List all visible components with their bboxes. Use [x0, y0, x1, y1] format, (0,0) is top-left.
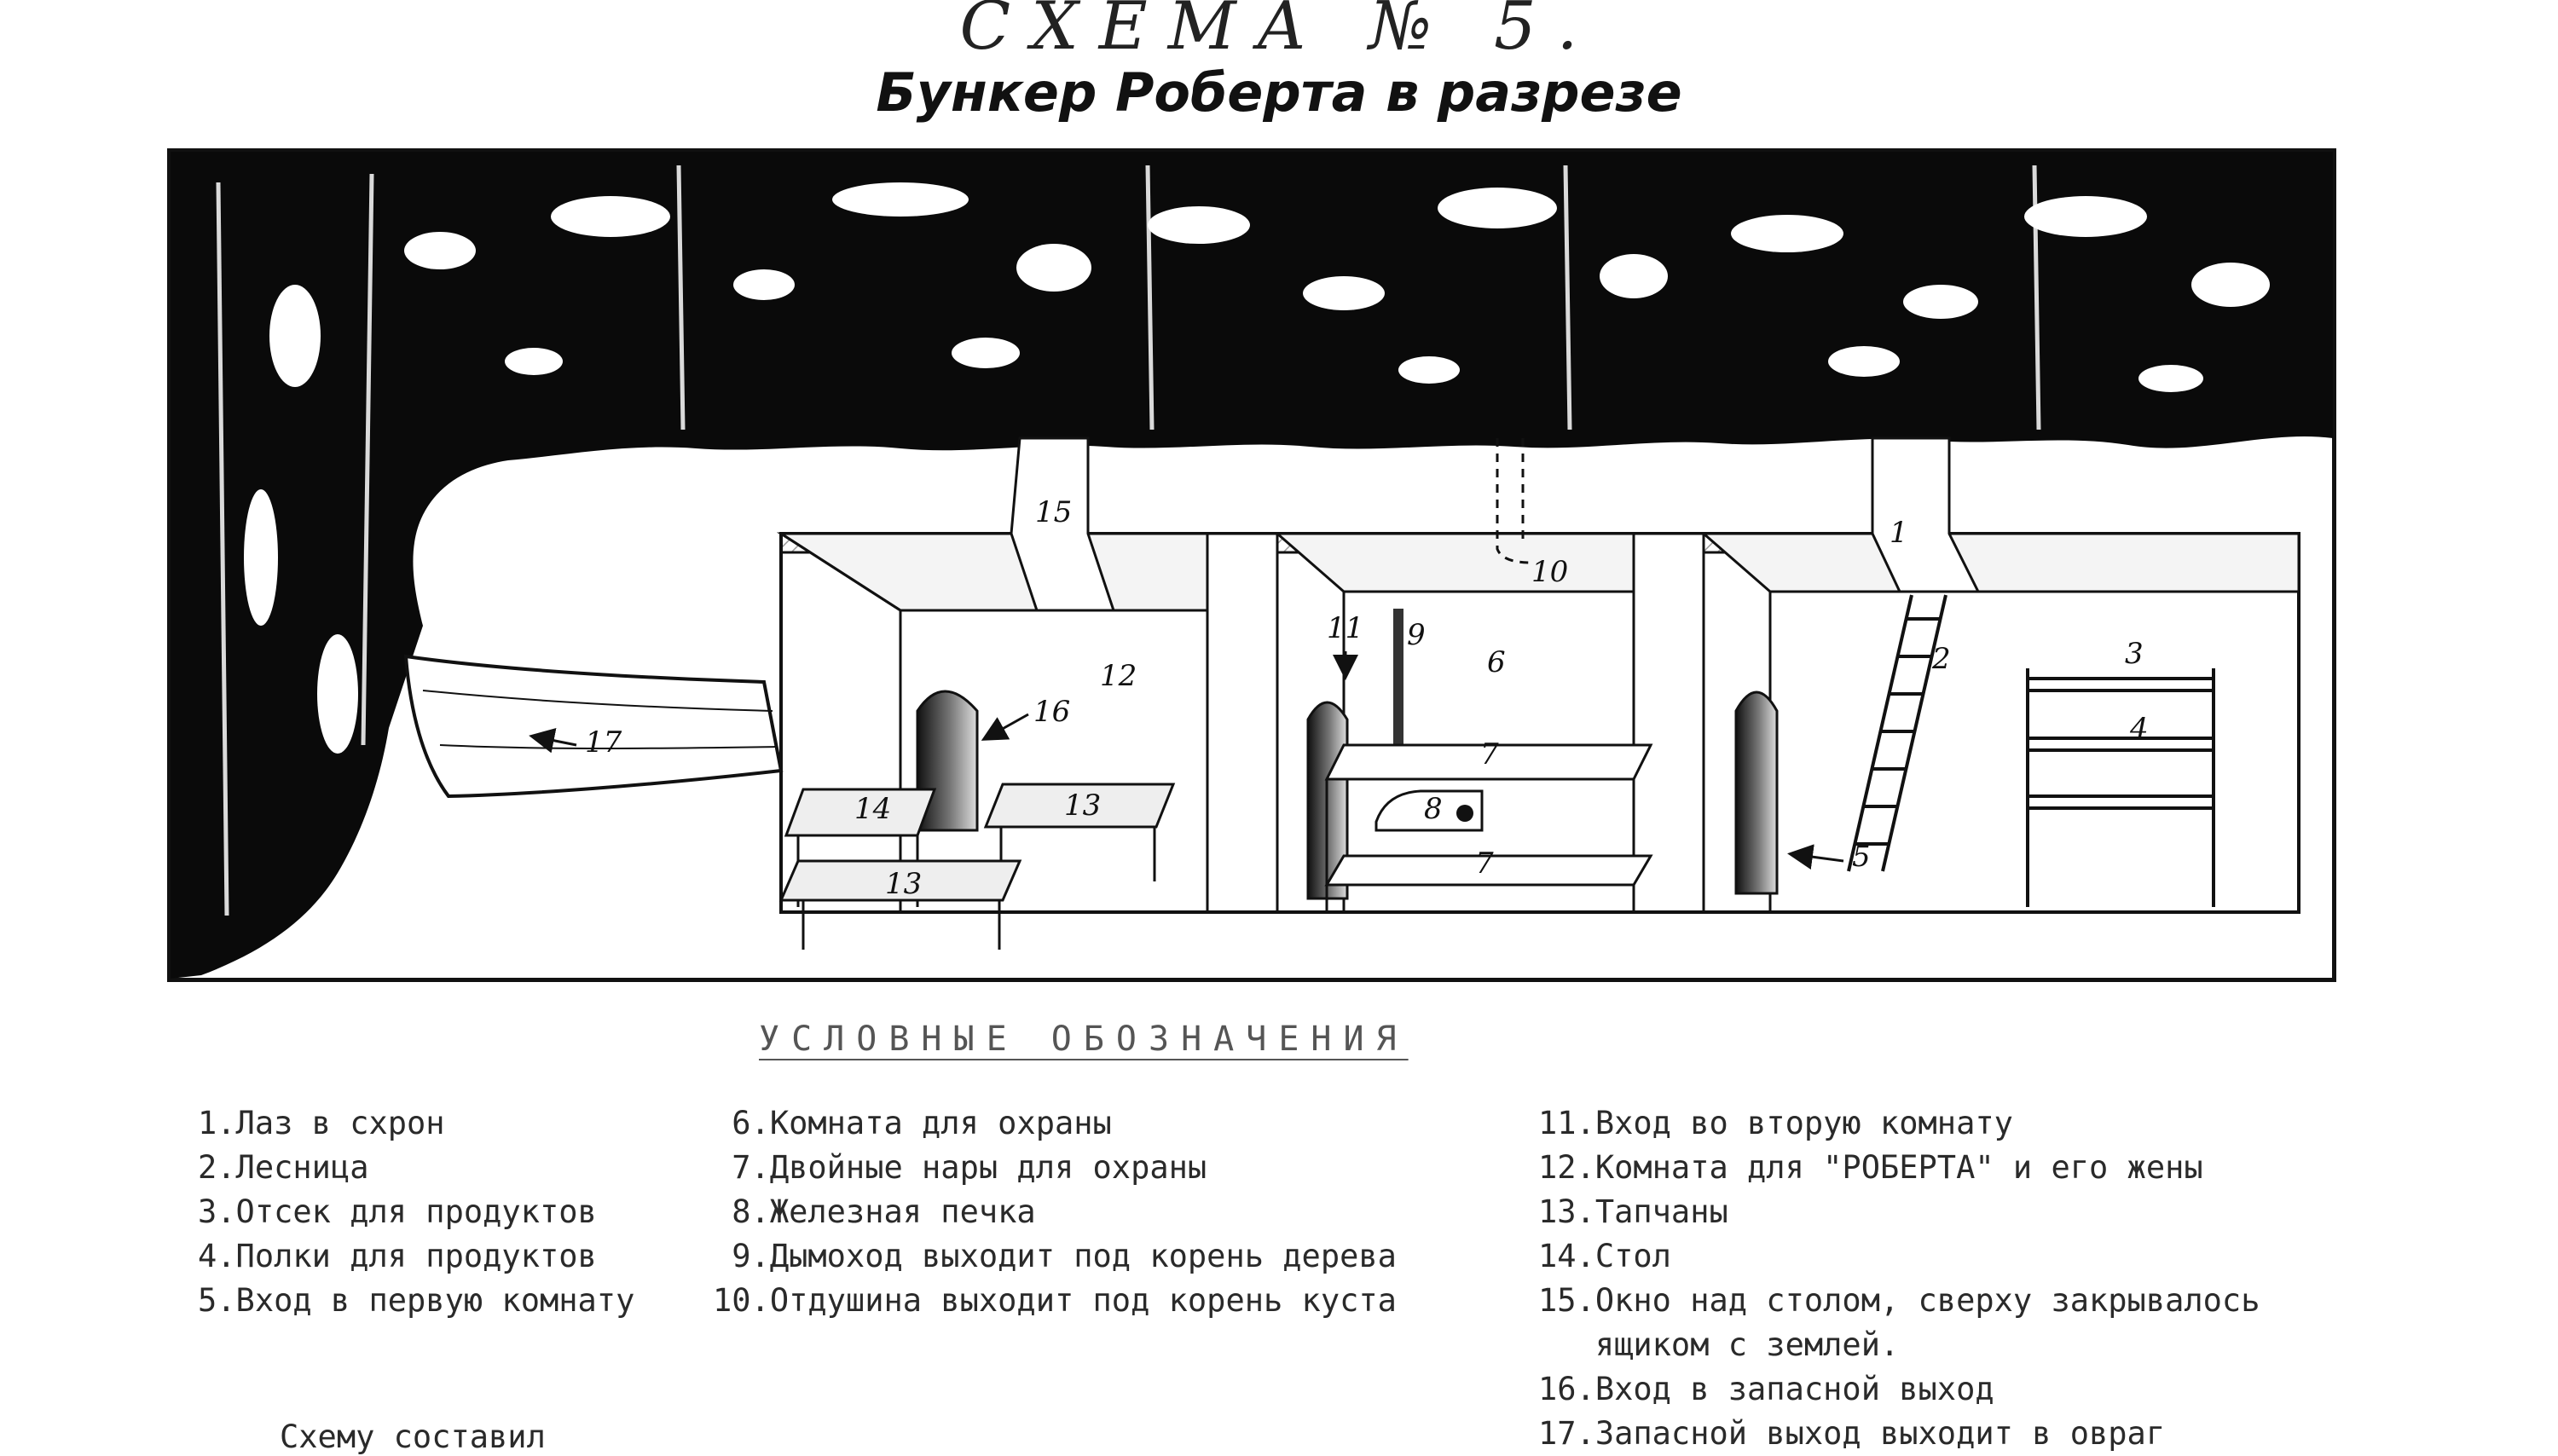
- legend-item: 9.Дымоход выходит под корень дерева: [713, 1238, 1397, 1274]
- label-14: 14: [854, 792, 891, 826]
- label-6: 6: [1487, 645, 1506, 679]
- entry-hatch-shaft: [1871, 436, 1981, 593]
- room-entry: [1699, 436, 2300, 912]
- legend-item: 1.Лаз в схрон: [198, 1105, 445, 1141]
- legend-column-2: 6.Комната для охраны 7.Двойные нары для …: [713, 1101, 1397, 1323]
- legend-item: 3.Отсек для продуктов: [198, 1193, 597, 1230]
- label-12: 12: [1100, 659, 1137, 693]
- legend-item: 17.Запасной выход выходит в овраг: [1538, 1415, 2166, 1452]
- forest-canopy: [171, 152, 2333, 979]
- legend-item: 5.Вход в первую комнату: [198, 1282, 635, 1319]
- legend-item: 8.Железная печка: [713, 1193, 1036, 1230]
- food-shelves: [2026, 668, 2215, 907]
- chimney: [1393, 609, 1403, 779]
- label-2: 2: [1931, 642, 1951, 676]
- legend-item: 6.Комната для охраны: [713, 1105, 1112, 1141]
- label-5: 5: [1852, 840, 1871, 874]
- legend-column-1: 1.Лаз в схрон 2.Лесница 3.Отсек для прод…: [198, 1101, 634, 1323]
- bunk-lower: [1324, 854, 1653, 887]
- legend-item: ящиком с землей.: [1538, 1326, 1900, 1363]
- legend-item: 15.Окно над столом, сверху закрывалось: [1538, 1282, 2260, 1319]
- room-guards: [1273, 438, 1705, 914]
- label-8: 8: [1424, 792, 1443, 826]
- room-robert: [776, 436, 1279, 950]
- legend-item: 13.Тапчаны: [1538, 1193, 1728, 1230]
- label-7a: 7: [1480, 737, 1499, 771]
- cot-upper: [983, 783, 1176, 829]
- label-13a: 13: [1064, 789, 1101, 823]
- label-16: 16: [1033, 695, 1070, 729]
- label-11: 11: [1327, 611, 1363, 645]
- label-17: 17: [585, 725, 622, 760]
- first-room-door: [1734, 690, 1779, 895]
- legend-column-3: 11.Вход во вторую комнату 12.Комната для…: [1538, 1101, 2260, 1456]
- wall-divider-2: [1632, 532, 1705, 914]
- bunker-cross-section: 1 2 3 4 5 6 7 7 8 9 10 11 12 13 13 14 15…: [167, 148, 2336, 982]
- label-1: 1: [1890, 516, 1908, 550]
- window-shaft: [1010, 436, 1116, 612]
- label-9: 9: [1407, 618, 1426, 652]
- page-title: Бункер Роберта в разрезе: [876, 61, 1682, 124]
- wall-divider-1: [1206, 532, 1279, 914]
- escape-tunnel: [403, 654, 784, 799]
- legend-item: 2.Лесница: [198, 1149, 369, 1186]
- label-3: 3: [2125, 637, 2144, 671]
- legend-item: 14.Стол: [1538, 1238, 1671, 1274]
- author-credit: Схему составил: [280, 1418, 546, 1455]
- legend-item: 4.Полки для продуктов: [198, 1238, 597, 1274]
- label-13b: 13: [885, 867, 922, 901]
- label-15: 15: [1035, 495, 1072, 529]
- label-10: 10: [1531, 555, 1568, 589]
- legend-item: 12.Комната для "РОБЕРТА" и его жены: [1538, 1149, 2203, 1186]
- legend-item: 10.Отдушина выходит под корень куста: [713, 1282, 1397, 1319]
- ladder: [1847, 594, 1947, 872]
- legend-item: 16.Вход в запасной выход: [1538, 1371, 1994, 1407]
- vent-pipe: [1496, 438, 1532, 564]
- label-4: 4: [2129, 712, 2149, 746]
- legend-item: 11.Вход во вторую комнату: [1538, 1105, 2013, 1141]
- iron-stove: [1374, 789, 1484, 832]
- legend-item: 7.Двойные нары для охраны: [713, 1149, 1207, 1186]
- handwritten-title: СХЕМА № 5.: [959, 0, 1599, 65]
- label-7b: 7: [1475, 846, 1494, 881]
- legend-title: УСЛОВНЫЕ ОБОЗНАЧЕНИЯ: [759, 1020, 1409, 1059]
- cot-lower: [778, 859, 1022, 902]
